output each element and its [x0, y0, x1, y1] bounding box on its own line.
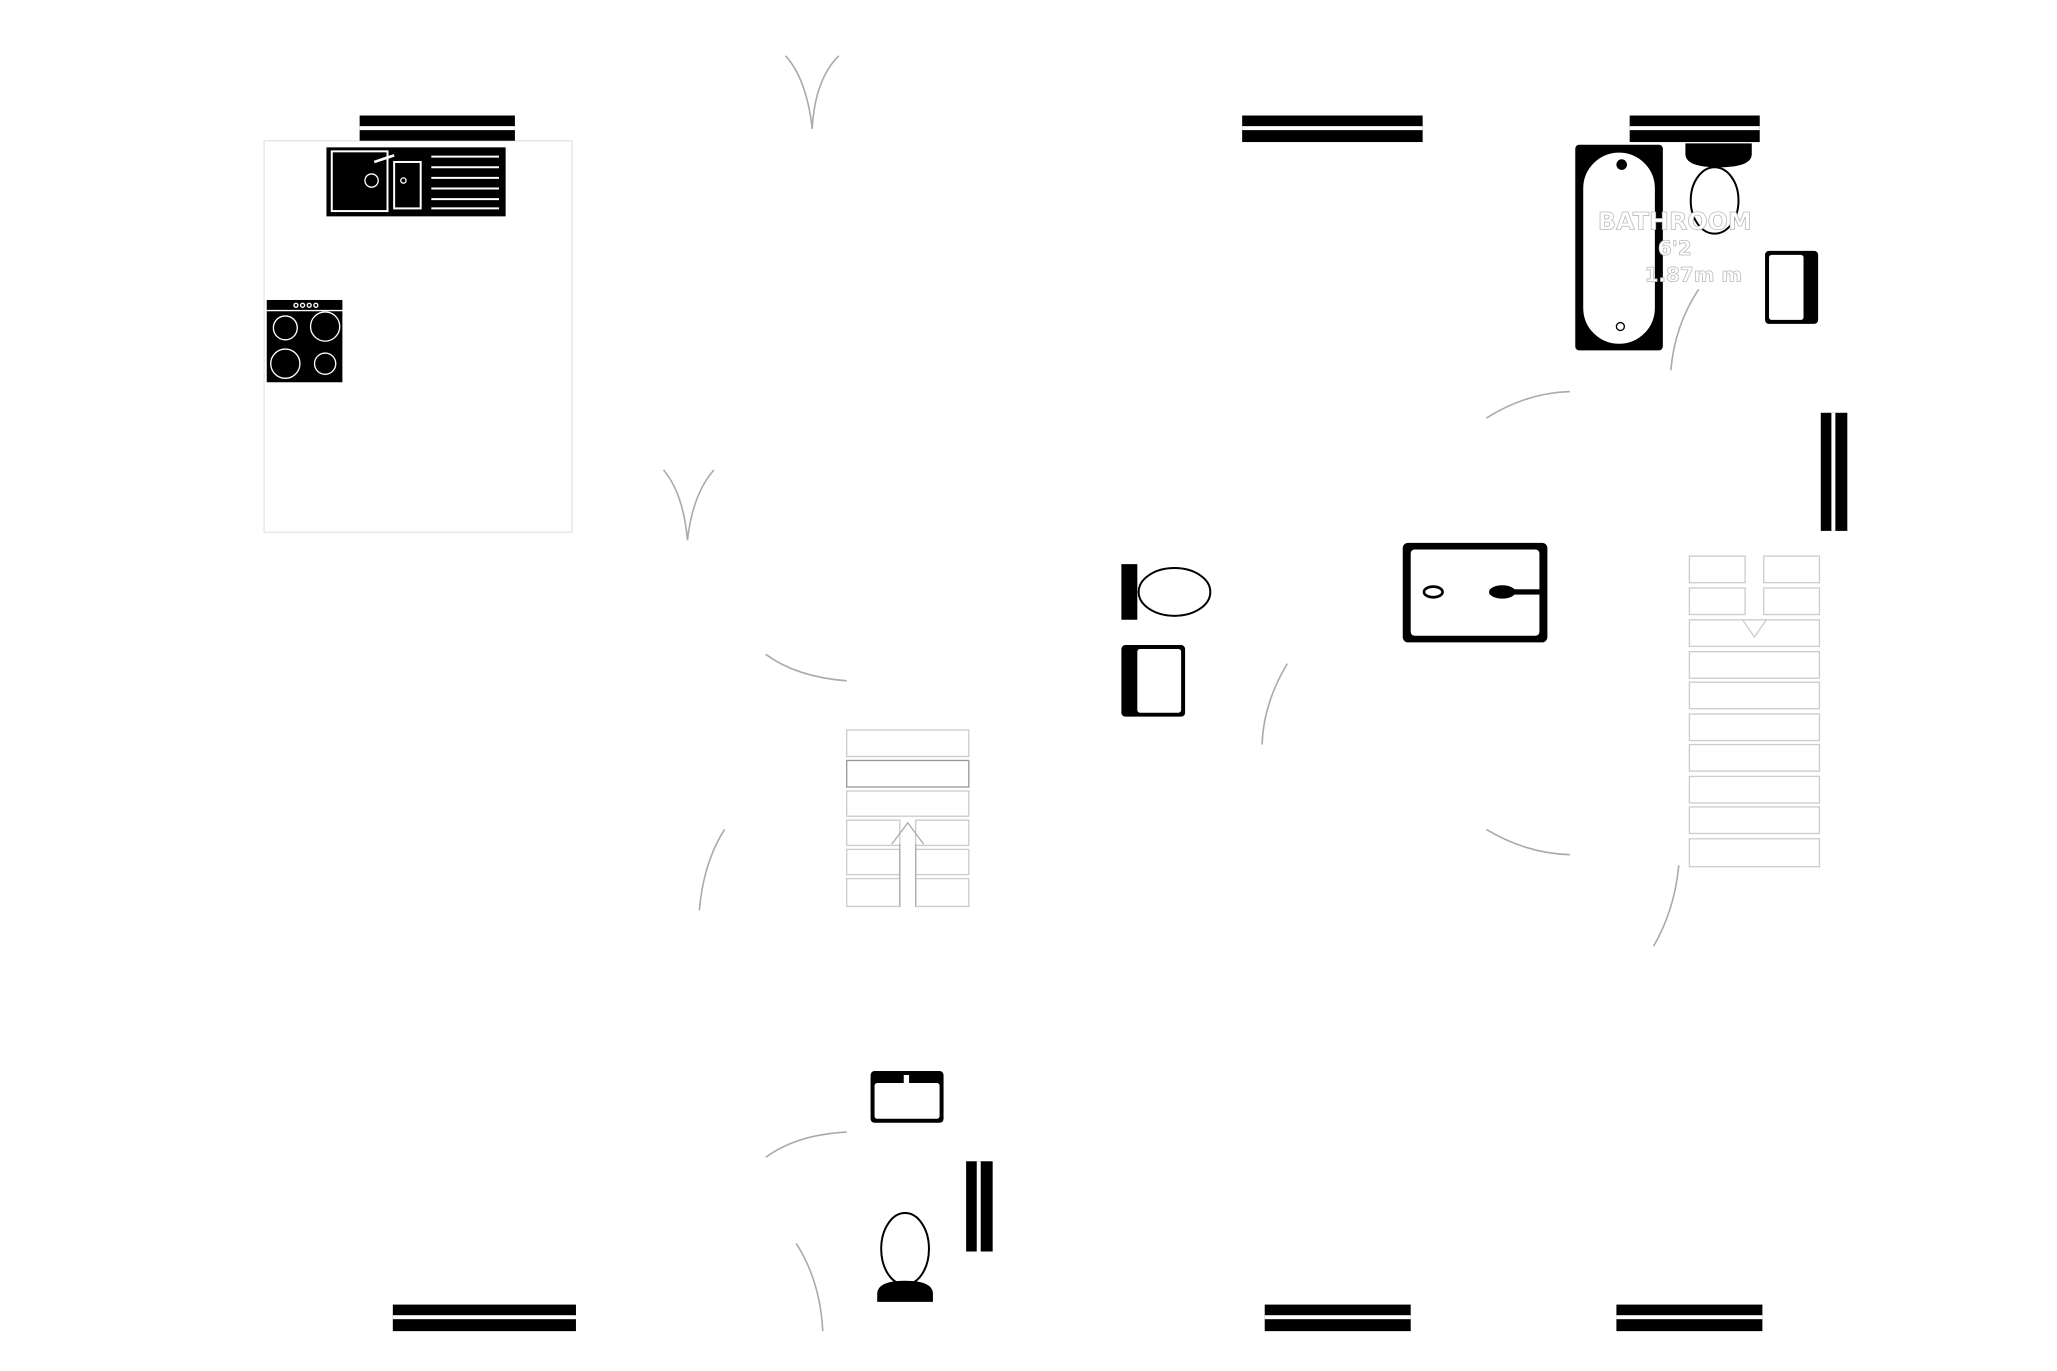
toilet-icon [877, 1212, 933, 1302]
bathtub-icon [1575, 144, 1663, 351]
window-wall [1242, 115, 1423, 143]
room-name: BATHROOM [1598, 208, 1752, 236]
window-wall [1616, 1304, 1763, 1332]
staircase [846, 729, 970, 908]
shower-tray-icon [1402, 542, 1548, 643]
staircase [1688, 555, 1821, 868]
toilet-icon [1685, 143, 1752, 235]
basin-icon [870, 1071, 944, 1123]
basin-icon [1121, 645, 1186, 717]
room-dims-metric: 1.87m m [1645, 263, 1742, 286]
room-dims-imperial: 6'2 [1658, 237, 1692, 260]
window-wall [1629, 115, 1760, 143]
toilet-icon [1121, 564, 1212, 620]
window-wall [359, 115, 515, 141]
hob-icon [266, 299, 343, 383]
bathroom-label: BATHROOM 6'2 1.87m m [1597, 207, 1752, 287]
window-wall [1264, 1304, 1411, 1332]
door-swings [662, 55, 1700, 1332]
window-wall [392, 1304, 576, 1332]
kitchen-sink-icon [326, 147, 506, 217]
basin-icon [1765, 250, 1819, 324]
window-wall [966, 1161, 993, 1252]
window-wall [1820, 412, 1848, 531]
